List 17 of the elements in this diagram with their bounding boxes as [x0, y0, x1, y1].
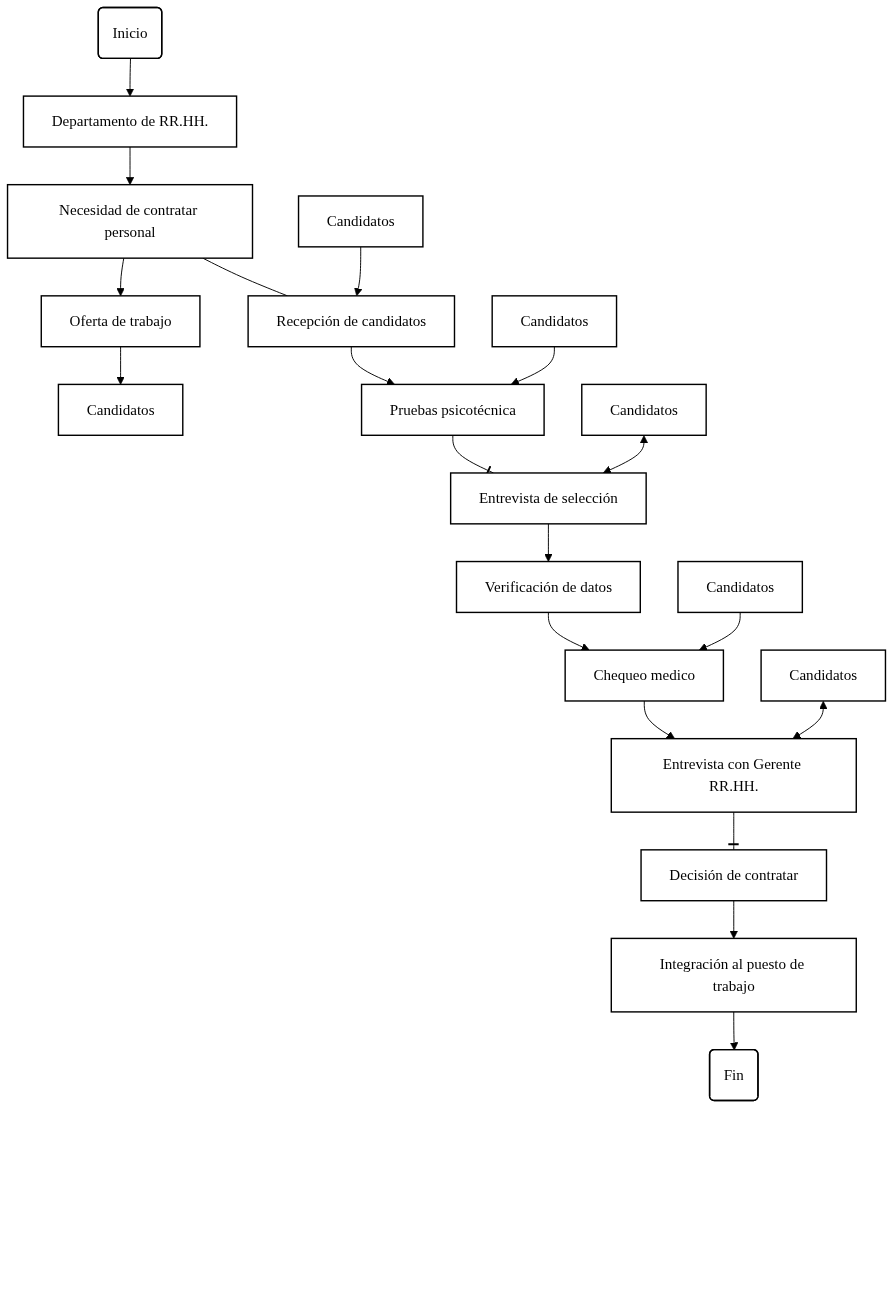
node-box: Recepción de candidatos [247, 295, 456, 348]
node-box: Verificación de datos [455, 560, 641, 614]
node-box: Pruebas psicotécnica [360, 383, 545, 436]
node-box: Oferta de trabajo [40, 295, 201, 348]
node-box: Candidatos [581, 383, 707, 436]
node-box: Entrevista con Gerente RR.HH. [610, 737, 857, 813]
node-box: Chequeo medico [564, 649, 725, 702]
node-box: Candidatos [491, 295, 618, 348]
node-box: Candidatos [297, 195, 424, 248]
node-box: Departamento de RR.HH. [22, 95, 238, 148]
node-box: Entrevista de selección [449, 472, 647, 525]
node-box: Necesidad de contratar personal [6, 183, 254, 259]
node-box: Candidatos [57, 383, 184, 436]
node-box: Integración al puesto de trabajo [610, 937, 857, 1013]
node-box: Candidatos [760, 649, 887, 702]
node-box: Candidatos [677, 560, 804, 614]
node-box: Decisión de contratar [640, 849, 828, 902]
